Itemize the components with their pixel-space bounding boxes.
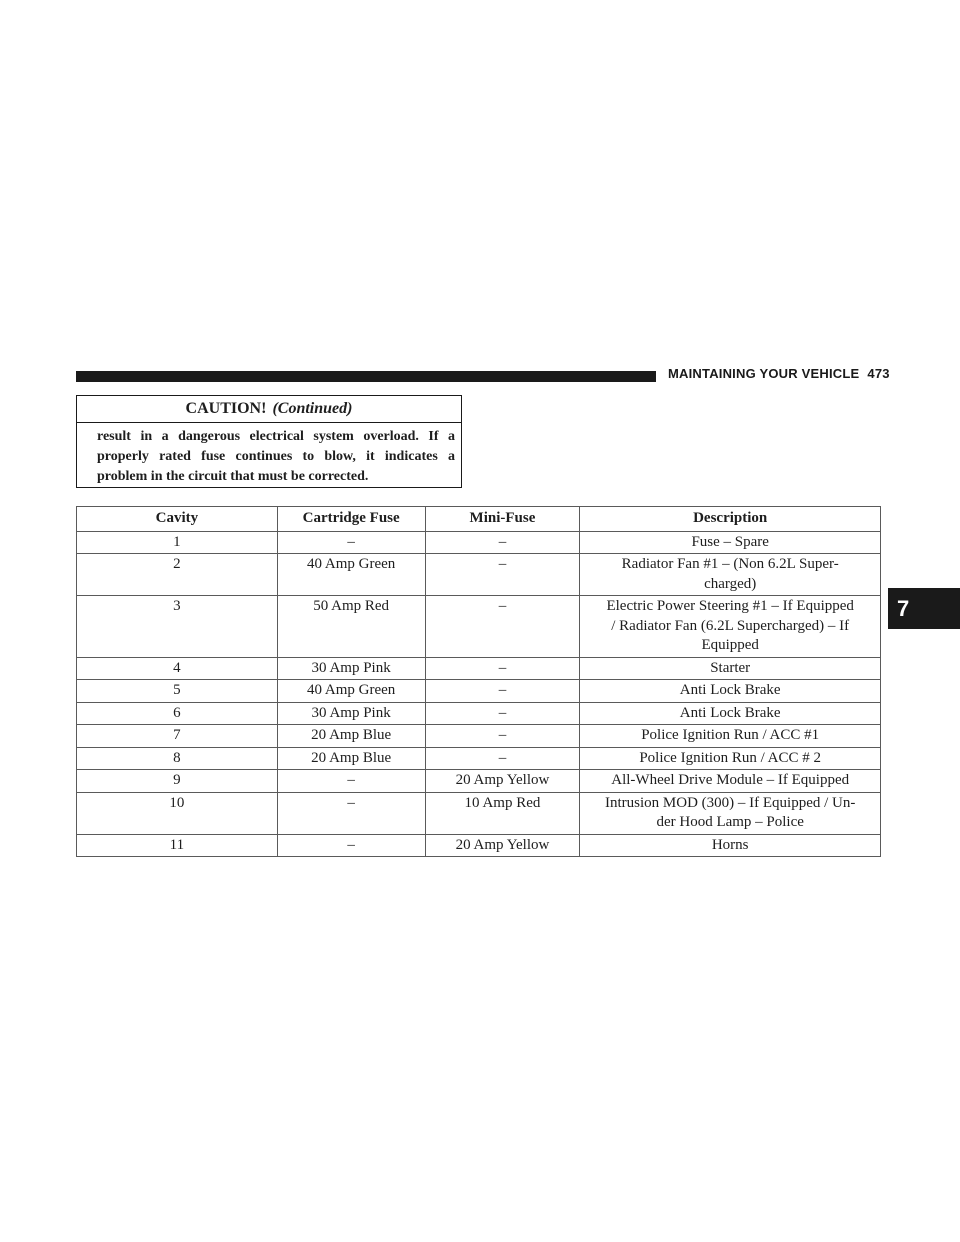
cell-cavity: 5 (76, 679, 278, 703)
cell-cartridge-fuse: 20 Amp Blue (276, 746, 426, 770)
cell-description: Horns (579, 833, 881, 857)
cell-mini-fuse: – (424, 746, 581, 770)
cell-description: Electric Power Steering #1 – If Equipped… (579, 595, 881, 658)
cell-mini-fuse: 20 Amp Yellow (424, 833, 581, 857)
page-number: 473 (867, 366, 890, 381)
table-header-row: Cavity Cartridge Fuse Mini-Fuse Descript… (76, 506, 881, 532)
cell-mini-fuse: – (424, 701, 581, 725)
cell-cartridge-fuse: 20 Amp Blue (276, 724, 426, 748)
cell-cartridge-fuse: 40 Amp Green (276, 553, 426, 596)
cell-cavity: 9 (76, 769, 278, 793)
cell-mini-fuse: – (424, 656, 581, 680)
caution-box: CAUTION! (Continued) result in a dangerou… (76, 395, 462, 488)
cell-cartridge-fuse: 30 Amp Pink (276, 656, 426, 680)
cell-description: Radiator Fan #1 – (Non 6.2L Super- charg… (579, 553, 881, 596)
caution-title: CAUTION! (Continued) (77, 396, 461, 423)
chapter-tab: 7 (888, 588, 960, 629)
cell-mini-fuse: – (424, 724, 581, 748)
cell-mini-fuse: 20 Amp Yellow (424, 769, 581, 793)
cell-description: Police Ignition Run / ACC # 2 (579, 746, 881, 770)
table-row: 1––Fuse – Spare (76, 530, 881, 554)
caution-text: result in a dangerous electrical system … (97, 429, 455, 484)
column-header-mini-fuse: Mini-Fuse (424, 506, 581, 532)
column-header-cartridge-fuse: Cartridge Fuse (276, 506, 426, 532)
fuse-table: Cavity Cartridge Fuse Mini-Fuse Descript… (76, 506, 881, 857)
cell-mini-fuse: 10 Amp Red (424, 791, 581, 835)
cell-description: Intrusion MOD (300) – If Equipped / Un- … (579, 791, 881, 835)
cell-description: Fuse – Spare (579, 530, 881, 554)
cell-cartridge-fuse: – (276, 833, 426, 857)
cell-cavity: 10 (76, 791, 278, 835)
cell-mini-fuse: – (424, 530, 581, 554)
section-title: MAINTAINING YOUR VEHICLE (668, 366, 860, 381)
cell-mini-fuse: – (424, 553, 581, 596)
cell-cartridge-fuse: 40 Amp Green (276, 679, 426, 703)
cell-description: Anti Lock Brake (579, 701, 881, 725)
caution-label: CAUTION! (185, 400, 267, 417)
cell-cavity: 2 (76, 553, 278, 596)
cell-mini-fuse: – (424, 679, 581, 703)
cell-cavity: 7 (76, 724, 278, 748)
cell-cartridge-fuse: – (276, 791, 426, 835)
cell-description: Starter (579, 656, 881, 680)
cell-cartridge-fuse: 30 Amp Pink (276, 701, 426, 725)
cell-description: Police Ignition Run / ACC #1 (579, 724, 881, 748)
cell-cavity: 6 (76, 701, 278, 725)
cell-cartridge-fuse: 50 Amp Red (276, 595, 426, 658)
cell-cavity: 8 (76, 746, 278, 770)
cell-cavity: 3 (76, 595, 278, 658)
cell-cartridge-fuse: – (276, 769, 426, 793)
cell-mini-fuse: – (424, 595, 581, 658)
cell-description: All-Wheel Drive Module – If Equipped (579, 769, 881, 793)
header-rule (76, 371, 656, 382)
cell-description: Anti Lock Brake (579, 679, 881, 703)
cell-cavity: 11 (76, 833, 278, 857)
cell-cartridge-fuse: – (276, 530, 426, 554)
cell-cavity: 1 (76, 530, 278, 554)
column-header-description: Description (579, 506, 881, 532)
running-header: MAINTAINING YOUR VEHICLE 473 (668, 366, 890, 381)
cell-cavity: 4 (76, 656, 278, 680)
caution-continued: (Continued) (272, 400, 353, 417)
column-header-cavity: Cavity (76, 506, 278, 532)
